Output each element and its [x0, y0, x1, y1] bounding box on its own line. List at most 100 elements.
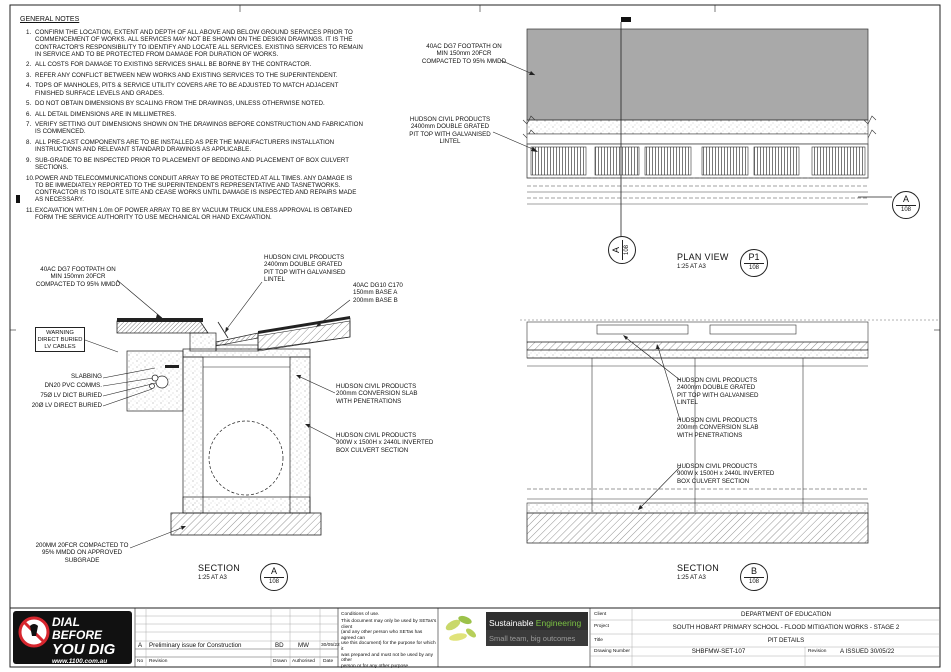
revision-label: Revision — [808, 649, 827, 654]
plan-view-ref-bubble: P1 108 — [740, 249, 768, 277]
general-notes-title: GENERAL NOTES — [20, 16, 80, 23]
plan-ref-top: P1 — [748, 252, 760, 262]
plan-ref-bottom: 108 — [748, 265, 759, 271]
rev-header-revision: Revision — [149, 659, 168, 664]
label-dn20: DN20 PVC COMMS. — [44, 382, 102, 389]
note-number: 8. — [26, 139, 32, 146]
plan-side-ref: 108 — [900, 207, 911, 213]
label-slabbing: SLABBING — [71, 373, 102, 380]
note-text: REFER ANY CONFLICT BETWEEN NEW WORKS AND… — [35, 71, 338, 79]
bubble-divider — [264, 577, 284, 578]
rev-description: Preliminary issue for Construction — [149, 642, 242, 649]
plan-view — [492, 17, 892, 240]
section-a-ref-top: A — [270, 566, 277, 576]
section-a-label-footpath: 40AC DG7 FOOTPATH ON MIN 150mm 20FCR COM… — [35, 266, 121, 288]
plan-section-a-letter: A — [611, 247, 621, 254]
general-note-item: 5.DO NOT OBTAIN DIMENSIONS BY SCALING FR… — [26, 100, 378, 107]
general-note-item: 8.ALL PRE-CAST COMPONENTS ARE TO BE INST… — [26, 139, 378, 154]
section-a-label-base: 200MM 20FCR COMPACTED TO 95% MMDD ON APP… — [35, 542, 129, 564]
section-a-ref-bottom: 108 — [268, 579, 279, 585]
note-text: ALL DETAIL DIMENSIONS ARE IN MILLIMETRES… — [35, 110, 177, 118]
logo-line-1: DIAL BEFORE — [52, 615, 103, 642]
label-75-lv: 75Ø LV DICT BURIED — [40, 392, 102, 399]
label-20-lv: 20Ø LV DIRECT BURIED — [31, 402, 102, 409]
plan-label-pit: HUDSON CIVIL PRODUCTS 2400mm DOUBLE GRAT… — [409, 116, 491, 146]
note-text: DO NOT OBTAIN DIMENSIONS BY SCALING FROM… — [35, 100, 325, 108]
general-note-item: 6.ALL DETAIL DIMENSIONS ARE IN MILLIMETR… — [26, 111, 378, 118]
rev-header-drawn: Drawn — [273, 659, 287, 664]
section-a-scale: 1:25 AT A3 — [198, 575, 227, 581]
general-note-item: 3.REFER ANY CONFLICT BETWEEN NEW WORKS A… — [26, 72, 378, 79]
bubble-divider — [622, 240, 623, 260]
note-number: 6. — [26, 110, 32, 118]
note-number: 4. — [26, 82, 32, 90]
bubble-divider — [744, 263, 764, 264]
warning-text: WARNING DIRECT BURIED LV CABLES — [37, 330, 83, 350]
company-name-part1: Sustainable — [489, 618, 536, 628]
section-a-label-culvert: HUDSON CIVIL PRODUCTS 900W x 1500H x 244… — [336, 432, 434, 454]
title-value: PIT DETAILS — [767, 637, 805, 644]
rev-header-date: Date — [323, 659, 334, 664]
rev-header-no: No — [137, 659, 144, 664]
company-name: Sustainable Engineering — [489, 618, 581, 628]
revision-value: A ISSUED 30/05/22 — [840, 648, 895, 655]
section-a-ref-bubble: A 108 — [260, 563, 288, 591]
rev-date: 30/05/22 — [321, 643, 340, 648]
general-note-item: 4.TOPS OF MANHOLES, PITS & SERVICE UTILI… — [26, 82, 378, 97]
note-number: 9. — [26, 156, 32, 164]
rev-letter: A — [138, 642, 143, 649]
drawing-number-value: SHBFMW-SET-107 — [691, 648, 746, 655]
project-value: SOUTH HOBART PRIMARY SCHOOL - FLOOD MITI… — [672, 624, 900, 631]
section-a-label-slab: HUDSON CIVIL PRODUCTS 200mm CONVERSION S… — [336, 383, 418, 405]
note-text: SUB-GRADE TO BE INSPECTED PRIOR TO PLACE… — [35, 156, 350, 172]
plan-view-scale: 1:25 AT A3 — [677, 264, 706, 270]
company-tagline: Small team, big outcomes — [489, 634, 576, 643]
client-value: DEPARTMENT OF EDUCATION — [741, 611, 831, 618]
section-b-ref-bubble: B 108 — [740, 563, 768, 591]
drawing-number-label: Drawing Number — [594, 649, 630, 654]
plan-section-a-side-bubble: A 108 — [892, 191, 920, 219]
note-text: EXCAVATION WITHIN 1.0m OF POWER ARRAY TO… — [35, 207, 353, 222]
note-number: 10. — [26, 174, 35, 182]
general-note-item: 11.EXCAVATION WITHIN 1.0m OF POWER ARRAY… — [26, 207, 378, 222]
conditions-text: This document may only be used by SETas'… — [341, 619, 437, 669]
plan-label-footpath: 40AC DG7 FOOTPATH ON MIN 150mm 20FCR COM… — [421, 43, 507, 65]
general-note-item: 2.ALL COSTS FOR DAMAGE TO EXISTING SERVI… — [26, 61, 378, 68]
conditions-title: Conditions of use. — [341, 612, 380, 617]
client-label: Client — [594, 612, 607, 617]
plan-view-title: PLAN VIEW — [677, 252, 729, 262]
warning-box: WARNING DIRECT BURIED LV CABLES — [35, 327, 85, 352]
note-number: 1. — [26, 29, 32, 36]
section-b-ref-top: B — [750, 566, 757, 576]
rev-authorised: MW — [298, 642, 309, 649]
general-note-item: 1.CONFIRM THE LOCATION, EXTENT AND DEPTH… — [26, 29, 378, 58]
bubble-divider — [896, 205, 916, 206]
logo-line-2: YOU DIG — [52, 641, 116, 658]
logo-url: www.1100.com.au — [52, 658, 108, 665]
section-a-label-pit: HUDSON CIVIL PRODUCTS 2400mm DOUBLE GRAT… — [264, 254, 346, 284]
note-number: 11. — [26, 207, 35, 214]
title-label: Title — [594, 638, 603, 643]
section-a-label-road: 40AC DG10 C170 150mm BASE A 200mm BASE B — [353, 282, 403, 304]
note-number: 3. — [26, 71, 32, 79]
bubble-divider — [744, 577, 764, 578]
rev-drawn: BD — [275, 642, 284, 649]
project-label: Project — [594, 624, 609, 629]
note-text: VERIFY SETTING OUT DIMENSIONS SHOWN ON T… — [35, 121, 363, 136]
company-name-part2: Engineering — [535, 618, 582, 628]
general-note-item: 9.SUB-GRADE TO BE INSPECTED PRIOR TO PLA… — [26, 157, 378, 172]
section-b-label-slab: HUDSON CIVIL PRODUCTS 200mm CONVERSION S… — [677, 417, 759, 439]
section-b-view — [520, 319, 940, 544]
note-number: 5. — [26, 100, 32, 108]
plan-side-letter: A — [902, 194, 909, 204]
note-text: TOPS OF MANHOLES, PITS & SERVICE UTILITY… — [35, 82, 339, 97]
section-b-scale: 1:25 AT A3 — [677, 575, 706, 581]
dial-before-you-dig-logo: DIAL BEFORE YOU DIG www.1100.com.au — [52, 616, 132, 666]
section-b-ref-bottom: 108 — [748, 579, 759, 585]
note-number: 2. — [26, 61, 32, 69]
note-text: CONFIRM THE LOCATION, EXTENT AND DEPTH O… — [35, 29, 363, 58]
plan-section-a-ref: 108 — [624, 245, 630, 256]
section-b-label-pit: HUDSON CIVIL PRODUCTS 2400mm DOUBLE GRAT… — [677, 377, 759, 407]
